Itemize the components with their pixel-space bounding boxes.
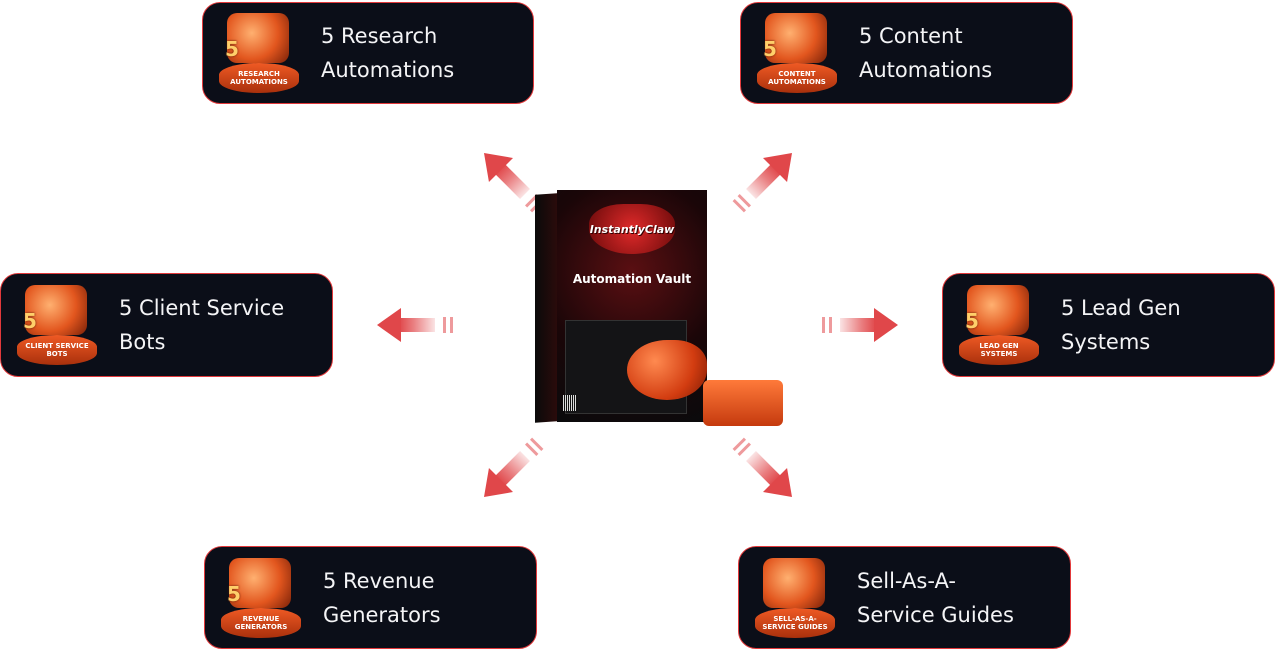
icon-art (967, 285, 1029, 335)
book-gear-icon: SELL-AS-A-SERVICE GUIDES (755, 556, 835, 640)
product-box: InstantlyClaw Automation Vault (535, 190, 783, 426)
icon-number: 5 (227, 581, 241, 606)
arrow-left (377, 308, 453, 342)
brand-name: InstantlyClaw (589, 222, 675, 236)
icon-base: RESEARCH AUTOMATIONS (219, 63, 299, 93)
icon-base: SELL-AS-A-SERVICE GUIDES (755, 607, 835, 638)
card-sell-as-a-service-guides: SELL-AS-A-SERVICE GUIDES Sell-As-A- Serv… (738, 546, 1071, 649)
icon-badge: REVENUE GENERATORS (234, 614, 288, 631)
icon-number: 5 (225, 37, 239, 61)
barcode-icon (563, 395, 577, 411)
icon-number: 5 (965, 309, 979, 333)
icon-badge: LEAD GEN SYSTEMS (979, 342, 1019, 358)
card-label: 5 Revenue Generators (323, 568, 441, 627)
icon-number: 5 (763, 37, 777, 61)
server-icon (703, 380, 783, 426)
icon-base: REVENUE GENERATORS (221, 607, 301, 638)
brand-logo: InstantlyClaw (589, 204, 675, 254)
icon-number: 5 (23, 309, 37, 333)
icon-badge: RESEARCH AUTOMATIONS (230, 70, 288, 86)
box-front: InstantlyClaw Automation Vault (557, 190, 707, 422)
arrow-right (822, 308, 898, 342)
card-label: Sell-As-A- Service Guides (857, 568, 1014, 627)
product-title: Automation Vault (572, 272, 692, 286)
card-label: 5 Client Service Bots (119, 296, 285, 354)
card-label: 5 Research Automations (321, 24, 455, 82)
icon-base: LEAD GEN SYSTEMS (959, 335, 1039, 365)
icon-badge: SELL-AS-A-SERVICE GUIDES (762, 614, 828, 631)
card-label: 5 Lead Gen Systems (1061, 296, 1181, 354)
icon-badge: CONTENT AUTOMATIONS (768, 70, 826, 86)
arrow-down-right (726, 431, 805, 510)
card-label: 5 Content Automations (859, 24, 993, 82)
icon-art (25, 285, 87, 335)
icon-art (229, 557, 291, 608)
icon-base: CONTENT AUTOMATIONS (757, 63, 837, 93)
icon-art (763, 557, 825, 608)
box-spine (535, 193, 557, 423)
arrow-down-left (471, 431, 550, 510)
icon-art (765, 13, 827, 63)
icon-base: CLIENT SERVICE BOTS (17, 335, 97, 365)
arrow-up-right (726, 140, 805, 219)
icon-badge: CLIENT SERVICE BOTS (25, 342, 89, 358)
claw-icon (627, 340, 707, 400)
icon-art (227, 13, 289, 63)
